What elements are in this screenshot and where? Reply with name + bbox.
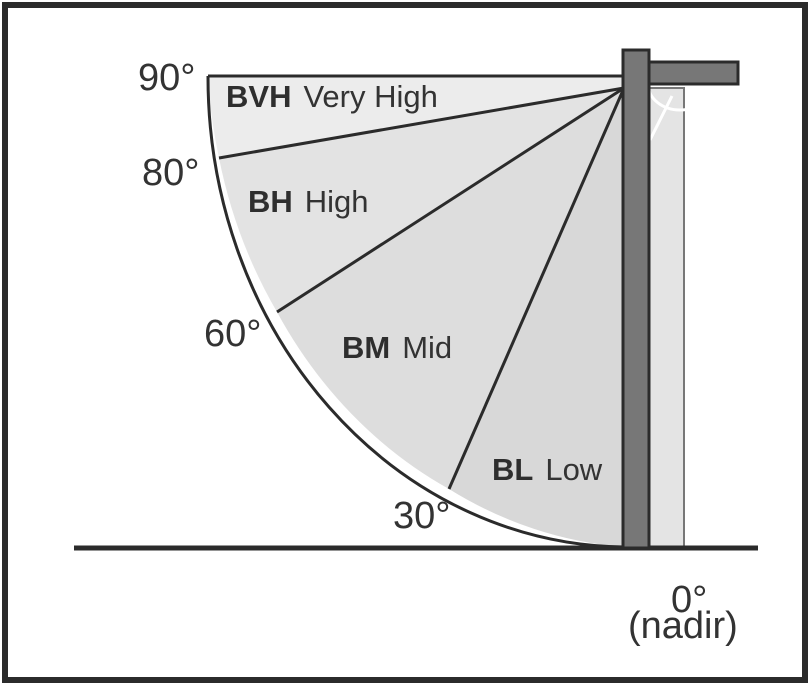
zone-very-high-name: Very High — [303, 79, 437, 114]
zone-low-label: BL Low — [492, 452, 603, 487]
boundary-30-line — [447, 87, 626, 490]
zone-high-code: BH — [248, 184, 293, 219]
zone-mid-code: BM — [342, 330, 390, 365]
zone-high-label: BH High — [248, 184, 369, 219]
zone-very-high-label: BVH Very High — [226, 79, 438, 114]
angle-90-label: 90° — [138, 57, 195, 99]
pole — [621, 48, 651, 550]
angle-60-label: 60° — [204, 313, 261, 355]
zone-very-high-code: BVH — [226, 79, 291, 114]
zone-low-code: BL — [492, 452, 533, 487]
luminaire-ray — [648, 95, 674, 141]
zone-mid-name: Mid — [402, 330, 452, 365]
zone-very-high-wedge — [208, 76, 624, 158]
light-column — [647, 87, 685, 549]
zone-mid-wedge — [277, 88, 624, 489]
zone-mid-label: BM Mid — [342, 330, 452, 365]
zone-high-name: High — [305, 184, 369, 219]
zone-low-name: Low — [545, 452, 602, 487]
luminaire-arm — [647, 60, 740, 86]
angle-0-label: 0° — [671, 579, 707, 621]
angle-80-label: 80° — [142, 152, 199, 194]
boundary-60-line — [276, 86, 625, 314]
luminaire-arc — [646, 83, 714, 112]
nadir-label: (nadir) — [628, 605, 738, 647]
boundary-80-line — [218, 86, 625, 160]
angle-30-label: 30° — [393, 495, 450, 537]
zone-low-wedge — [449, 88, 624, 547]
zone-high-wedge — [219, 88, 624, 312]
zone-outer-arc — [206, 75, 625, 549]
